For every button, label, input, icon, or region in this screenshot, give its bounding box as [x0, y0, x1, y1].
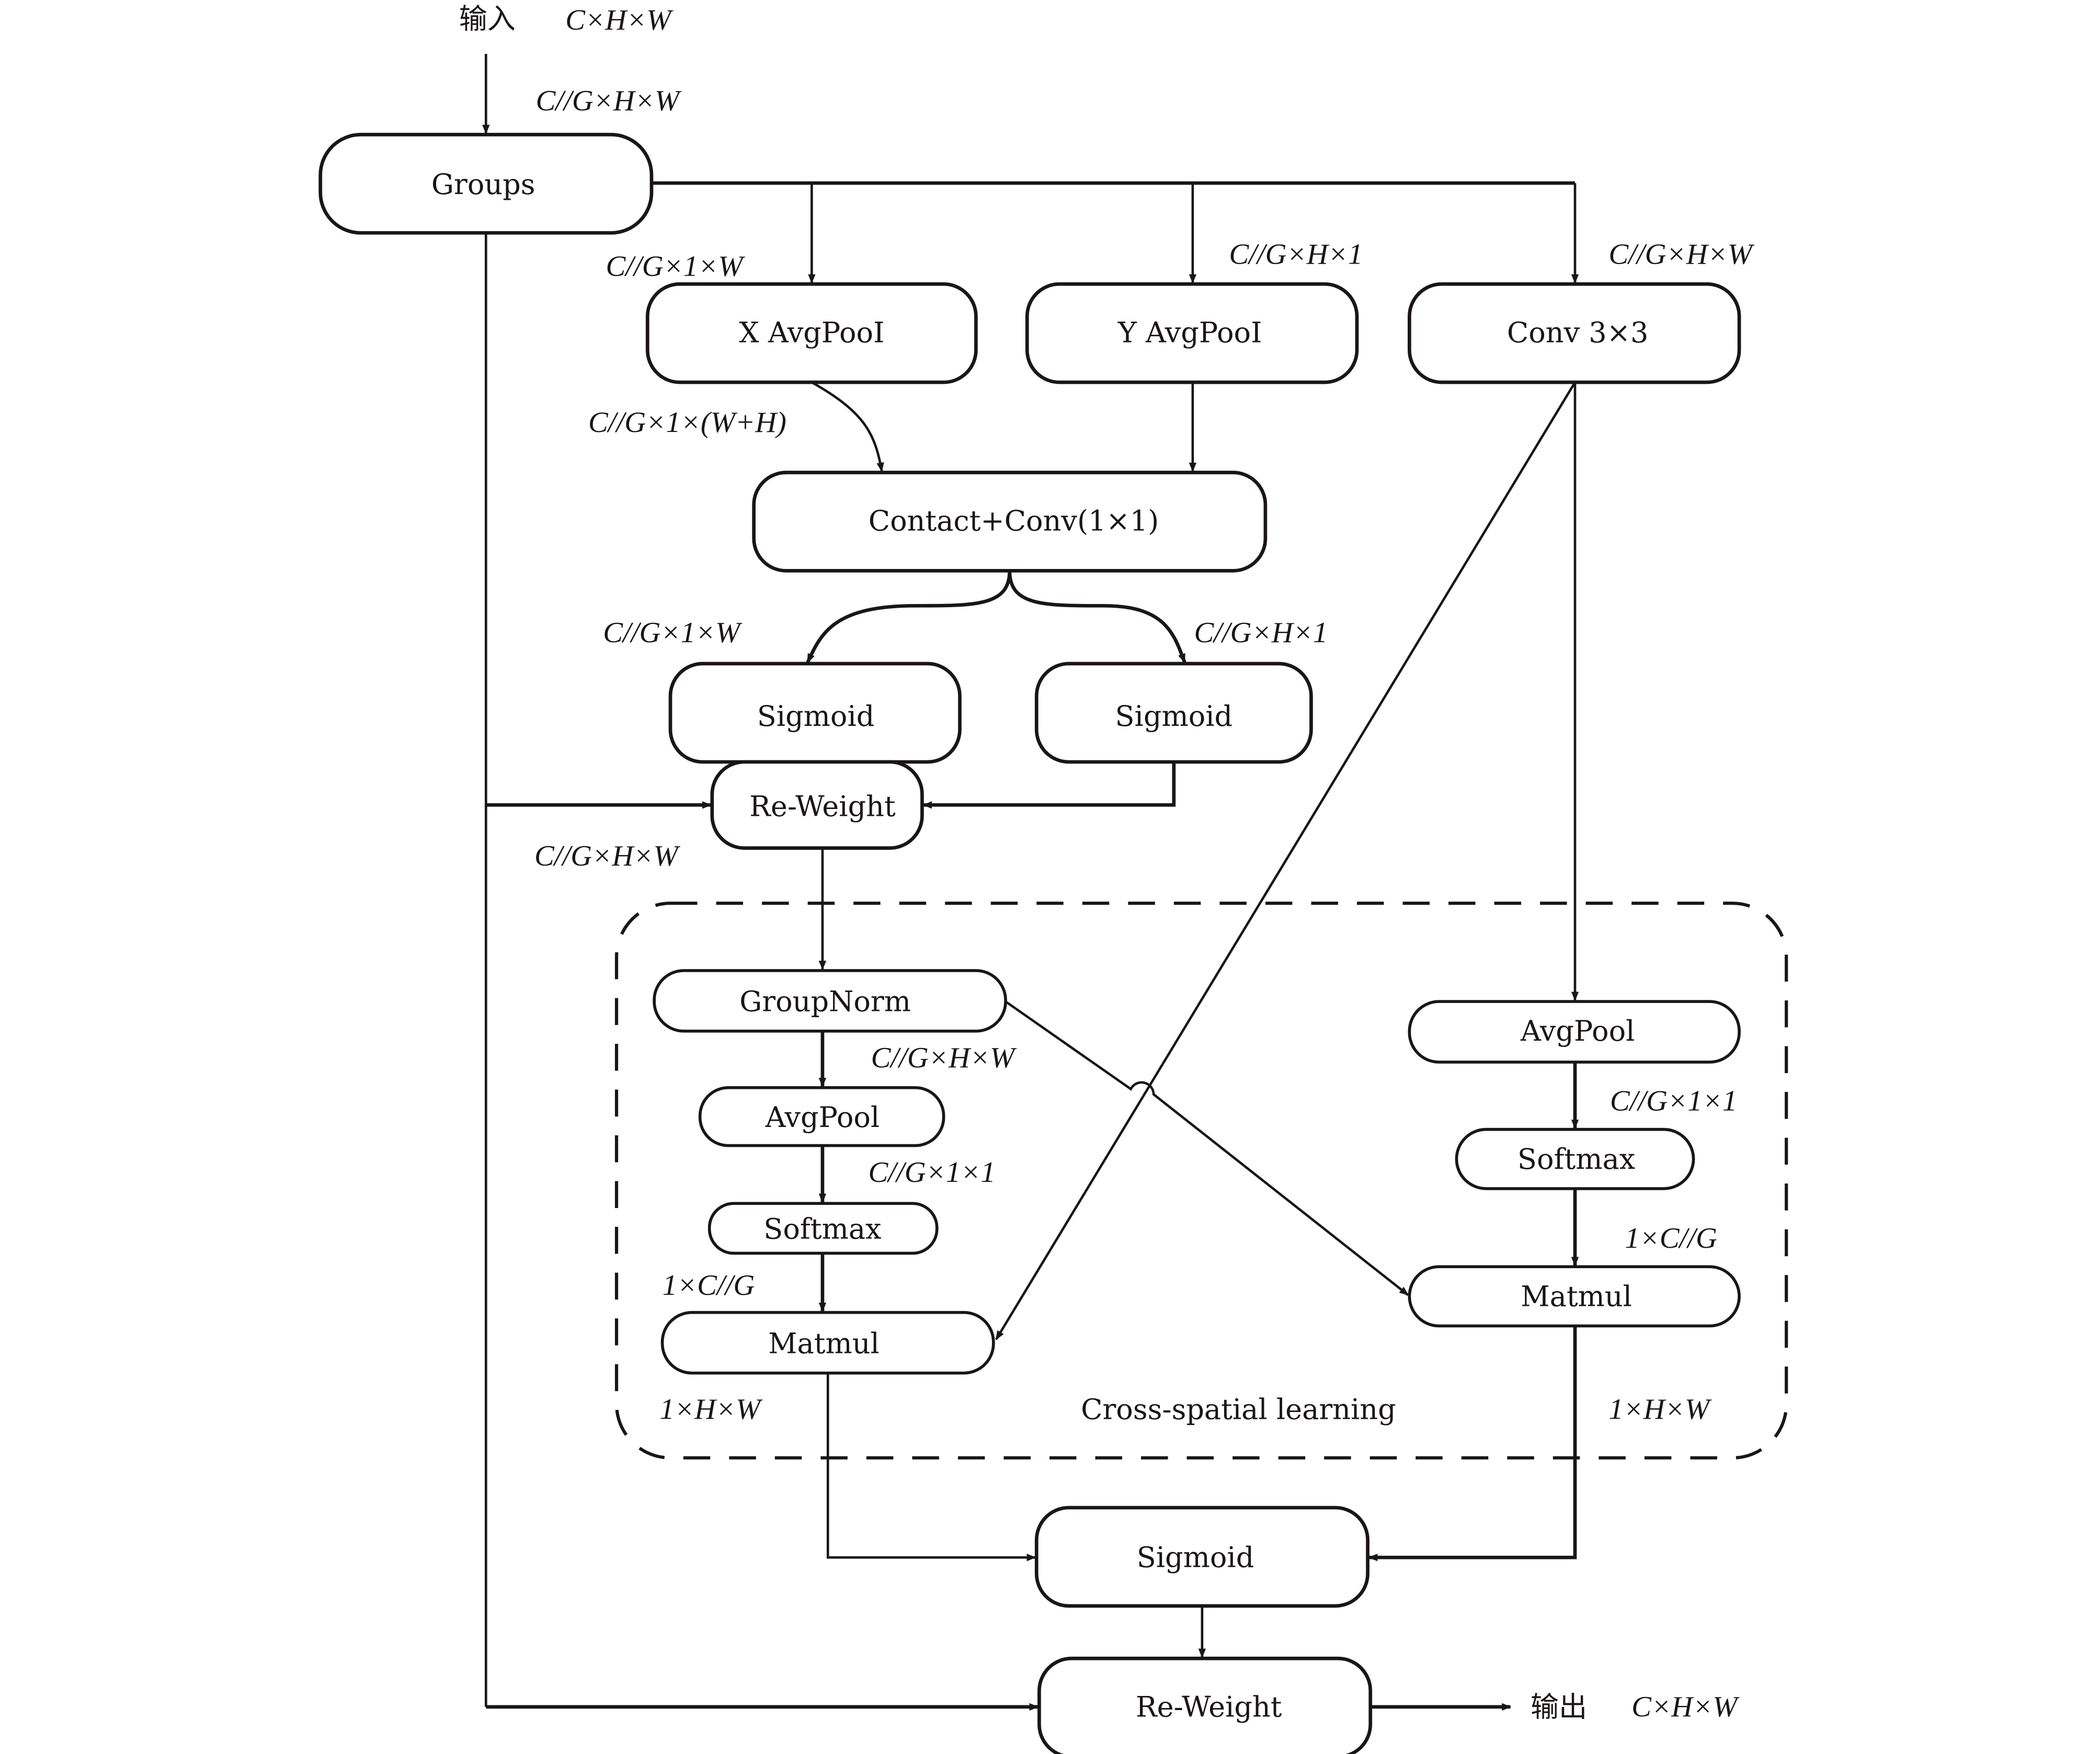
softmax-right-label: Softmax — [1517, 1143, 1635, 1176]
y-avgpool-label: Y AvgPooI — [1117, 316, 1262, 349]
cross-spatial-region — [614, 902, 1788, 1460]
arrow-matmul-right-to-sigmoid — [1368, 1326, 1577, 1562]
avgpool-left-label: AvgPool — [765, 1101, 880, 1134]
dim-conv-in: C//G×H×W — [1608, 238, 1754, 270]
sigmoid-final-node: Sigmoid — [1034, 1506, 1369, 1608]
reweight-1-node: Re-Weight — [710, 760, 924, 850]
matmul-left-label: Matmul — [768, 1327, 880, 1360]
sigmoid-y-node: Sigmoid — [1034, 662, 1313, 764]
sigmoid-final-label: Sigmoid — [1137, 1541, 1254, 1574]
matmul-right-label: Matmul — [1521, 1280, 1632, 1313]
cross-spatial-label: Cross-spatial learning — [1081, 1393, 1396, 1426]
matmul-right-node: Matmul — [1408, 1265, 1741, 1328]
arrow-conv-to-matmul-left — [995, 381, 1576, 1340]
sigmoid-y-label: Sigmoid — [1115, 700, 1233, 733]
output-shape-label: C×H×W — [1631, 1691, 1740, 1723]
arrow-x-to-concat — [811, 381, 884, 472]
sigmoid-x-node: Sigmoid — [668, 662, 962, 764]
softmax-left-node: Softmax — [707, 1202, 939, 1255]
arrow-groupnorm-to-matmul-right — [1005, 1000, 1409, 1296]
dim-softmax-right-out: 1×C//G — [1625, 1222, 1717, 1255]
dim-avgpool-right-out: C//G×1×1 — [1610, 1085, 1737, 1118]
softmax-right-node: Softmax — [1455, 1127, 1695, 1190]
x-avgpool-label: X AvgPooI — [739, 316, 884, 349]
conv3x3-label: Conv 3×3 — [1507, 316, 1649, 349]
dim-x-pool: C//G×1×W — [606, 250, 745, 283]
groupnorm-node: GroupNorm — [653, 969, 1007, 1033]
concat-conv-label: Contact+Conv(1×1) — [869, 505, 1159, 538]
dim-split-y: C//G×H×1 — [1194, 617, 1328, 649]
dim-split-x: C//G×1×W — [603, 617, 743, 649]
dim-groups-in: C//G×H×W — [536, 85, 682, 117]
arrow-sigmoid-y-to-reweight — [922, 761, 1176, 809]
dim-matmul-right-out: 1×H×W — [1608, 1393, 1712, 1426]
conv3x3-node: Conv 3×3 — [1408, 282, 1741, 384]
arrow-matmul-left-to-sigmoid — [826, 1373, 1036, 1562]
arrow-split-y — [1008, 571, 1186, 664]
matmul-left-node: Matmul — [660, 1311, 995, 1375]
groupnorm-label: GroupNorm — [739, 985, 911, 1018]
x-avgpool-node: X AvgPooI — [645, 282, 978, 384]
dim-matmul-left-out: 1×H×W — [659, 1393, 763, 1426]
softmax-left-label: Softmax — [763, 1213, 881, 1246]
input-shape-label: C×H×W — [565, 4, 674, 37]
output-label: 输出 — [1531, 1690, 1587, 1723]
avgpool-left-node: AvgPool — [698, 1086, 945, 1147]
dim-softmax-left-out: 1×C//G — [663, 1269, 755, 1302]
dim-reweight-out: C//G×H×W — [534, 840, 680, 872]
input-label: 输入 — [459, 3, 516, 36]
dim-groupnorm-out: C//G×H×W — [871, 1042, 1017, 1074]
sigmoid-x-label: Sigmoid — [757, 700, 875, 733]
dim-y-pool: C//G×H×1 — [1229, 238, 1363, 270]
groups-label: Groups — [431, 168, 535, 201]
y-avgpool-node: Y AvgPooI — [1025, 282, 1359, 384]
arrow-split-x — [806, 571, 1012, 664]
dim-concat: C//G×1×(W+H) — [588, 406, 786, 439]
reweight-1-label: Re-Weight — [749, 790, 896, 823]
reweight-final-node: Re-Weight — [1037, 1656, 1373, 1754]
concat-conv-node: Contact+Conv(1×1) — [752, 471, 1268, 573]
groups-node: Groups — [318, 133, 654, 235]
reweight-final-label: Re-Weight — [1136, 1690, 1282, 1723]
avgpool-right-node: AvgPool — [1408, 1000, 1741, 1064]
avgpool-right-label: AvgPool — [1520, 1015, 1635, 1047]
dim-avgpool-left-out: C//G×1×1 — [868, 1156, 995, 1189]
